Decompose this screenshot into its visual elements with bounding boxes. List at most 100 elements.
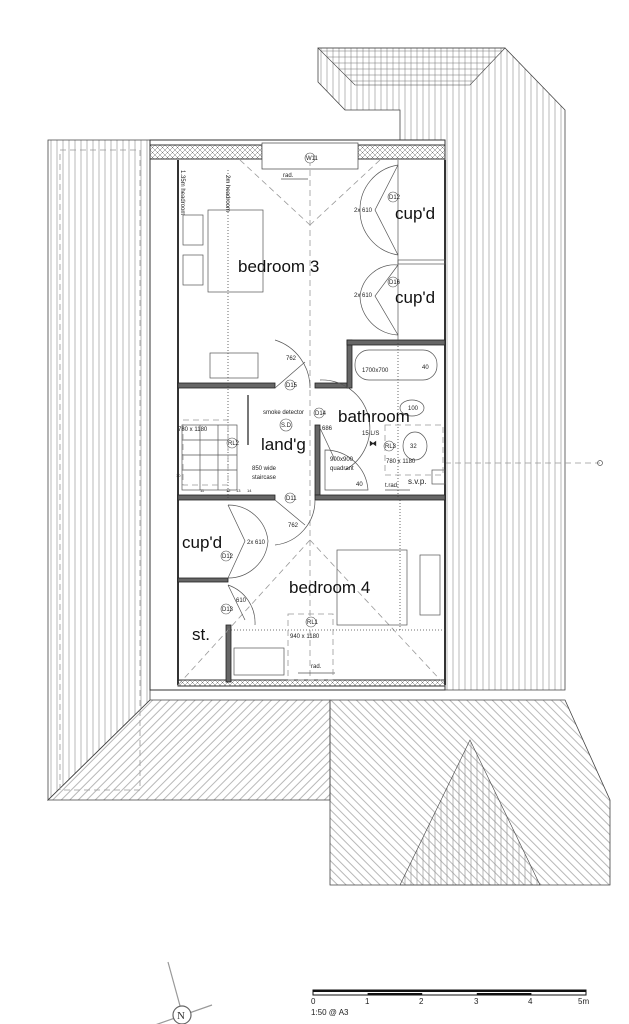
scale-bar: 0 1 2 3 4 5m 1:50 @ A3 <box>311 989 589 1017</box>
label-pipe: 40 <box>422 365 429 371</box>
wc <box>402 431 428 461</box>
door-d16 <box>374 264 399 336</box>
wall-st-bed4 <box>225 624 232 683</box>
roof <box>47 47 611 886</box>
tag-rl1: RL1 <box>307 620 319 626</box>
bath <box>354 349 438 381</box>
label-headroom-135: 1.35m headroom <box>179 170 185 215</box>
door-d13 <box>227 584 256 626</box>
label-shower-size: 900x900 <box>330 457 354 463</box>
label-pipe: 100 <box>408 406 419 412</box>
rooflight-rl3 <box>384 424 444 476</box>
building-outline <box>149 139 446 691</box>
room-label-bedroom4: bedroom 4 <box>289 578 370 597</box>
extract-fan-icon: ⧓ <box>369 439 377 448</box>
tag-d13: D13 <box>222 607 234 613</box>
roof-bottom-hip <box>399 739 541 886</box>
room-label-cupd: cup'd <box>395 204 435 223</box>
scale-tick-label: 3 <box>474 997 479 1006</box>
tag-d16: D16 <box>389 280 401 286</box>
shower-quadrant <box>324 449 369 491</box>
scale-tick-label: 2 <box>419 997 424 1006</box>
tag-rl3: RL3 <box>385 444 397 450</box>
desk <box>209 352 259 379</box>
scale-tick-label: 5m <box>578 997 589 1006</box>
annotations: W11 rad. 1.35m headroom 2m headroom D12 … <box>176 152 429 670</box>
bedside-table <box>182 254 204 286</box>
label-pipe: 32 <box>410 444 417 450</box>
smoke-detector-icon: S.D. <box>281 423 293 429</box>
label-bath-size: 1700x700 <box>362 368 389 374</box>
bed-bedroom3 <box>207 209 264 293</box>
wall-top-left <box>149 144 263 160</box>
label-width: 610 <box>236 598 247 604</box>
wall-cupd-bath <box>346 339 446 346</box>
wall-bath-bed4 <box>314 494 446 501</box>
tag-d11: D11 <box>286 496 297 502</box>
door-d12-top <box>374 164 399 256</box>
door-d14 <box>319 379 371 471</box>
basin <box>399 399 425 417</box>
doors[interactable] <box>227 164 399 626</box>
label-rooflight-size: 780 x 1180 <box>178 427 208 433</box>
tag-d12: D12 <box>389 195 401 201</box>
label-width: 762 <box>288 523 299 529</box>
bed-bedroom4 <box>336 549 408 626</box>
label-rad: rad. <box>311 664 322 670</box>
tag-d12: D12 <box>222 554 234 560</box>
door-d12-bottom <box>227 504 269 579</box>
label-width: 686 <box>322 426 333 432</box>
label-stair-width: 850 wide <box>252 466 277 472</box>
scale-label: 1:50 @ A3 <box>311 1008 349 1017</box>
label-svp: s.v.p. <box>408 477 427 486</box>
wall-bottom <box>177 679 446 687</box>
stair-step-number: 14 <box>247 488 252 493</box>
hip-line <box>309 539 446 686</box>
label-rooflight-size: 940 x 1180 <box>290 634 320 640</box>
wall-bed3-landing <box>177 382 276 389</box>
room-label-bedroom3: bedroom 3 <box>238 257 319 276</box>
label-width: 762 <box>286 356 297 362</box>
bedside-table <box>419 554 441 616</box>
north-arrow: N <box>156 961 213 1024</box>
label-rooflight-size: 780 x 1180 <box>386 459 416 465</box>
room-label-landing: land'g <box>261 435 306 454</box>
desk <box>233 647 285 676</box>
label-pipe: 40 <box>356 482 363 488</box>
svp-vent <box>597 460 603 466</box>
rooflight-rl1 <box>287 613 334 681</box>
wall-landing-bed4 <box>177 494 276 501</box>
scale-tick-label: 4 <box>528 997 533 1006</box>
eaves-line <box>59 149 141 791</box>
stair-step-number: 12 <box>226 488 231 493</box>
room-label-cupd: cup'd <box>395 288 435 307</box>
hip-line <box>177 539 311 686</box>
label-headroom-2: 2m headroom <box>224 175 230 212</box>
wall-cupd-st <box>177 577 229 583</box>
tag-w11: W11 <box>306 156 319 162</box>
label-towel-rad: t.rad. <box>385 483 399 489</box>
tag-d15: D15 <box>286 383 298 389</box>
stair-step-number: 11 <box>200 488 205 493</box>
roof-top-hip <box>317 47 506 86</box>
stair-step-number: 10 <box>176 473 181 478</box>
room-label-store: st. <box>192 625 210 644</box>
label-extract-fan: 15 L/S <box>362 431 379 437</box>
compass-icon <box>172 1005 192 1024</box>
rooflight-rl2 <box>182 419 229 486</box>
label-shower-type: quadrant <box>330 466 354 472</box>
wall-bed3-bath-b <box>346 339 353 389</box>
label-rad: rad. <box>283 173 294 179</box>
north-label: N <box>177 1010 185 1022</box>
stair-step-number: 13 <box>236 488 241 493</box>
tag-d14: D14 <box>315 411 327 417</box>
door-d15 <box>274 339 311 389</box>
door-d11 <box>274 499 316 546</box>
label-width: 2x 610 <box>354 293 373 299</box>
label-staircase: staircase <box>252 475 277 481</box>
wall-top-right <box>357 144 446 160</box>
label-width: 2x 610 <box>247 540 266 546</box>
room-label-cupd: cup'd <box>182 533 222 552</box>
room-label-bathroom: bathroom <box>338 407 410 426</box>
